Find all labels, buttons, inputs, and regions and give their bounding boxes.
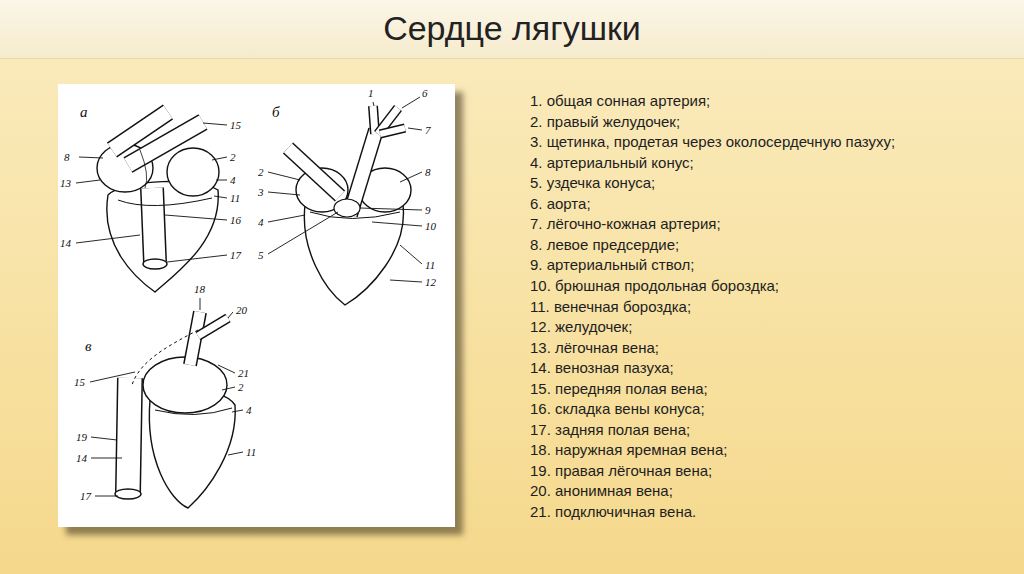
legend-list-item: 17. задняя полая вена; — [530, 421, 690, 439]
callout-number: 5 — [258, 249, 264, 261]
legend-list-item: 7. лёгочно-кожная артерия; — [530, 215, 721, 233]
callout-number: 11 — [230, 192, 240, 204]
legend-list-item: 13. лёгочная вена; — [530, 339, 659, 357]
callout-number: 8 — [64, 151, 70, 163]
callout-number: 21 — [238, 367, 249, 379]
legend-list-item: 9. артериальный ствол; — [530, 256, 694, 274]
legend-list-item: 5. уздечка конуса; — [530, 174, 655, 192]
callout-number: 10 — [425, 220, 436, 232]
figure-letter: а — [80, 104, 88, 120]
callout-number: 4 — [258, 216, 264, 228]
callout-number: 6 — [422, 87, 428, 99]
legend-list-item: 21. подключичная вена. — [530, 503, 696, 521]
legend-list-item: 19. правая лёгочная вена; — [530, 462, 712, 480]
slide-title: Сердце лягушки — [0, 9, 1024, 48]
legend-list-item: 8. левое предсердие; — [530, 236, 679, 254]
callout-number: 17 — [230, 249, 241, 261]
callout-number: 20 — [236, 304, 247, 316]
legend-list-item: 12. желудочек; — [530, 318, 632, 336]
legend-list-item: 15. передняя полая вена; — [530, 380, 708, 398]
legend-list-item: 18. наружная яремная вена; — [530, 441, 727, 459]
callout-number: 11 — [425, 259, 435, 271]
legend-list-item: 20. анонимная вена; — [530, 482, 673, 500]
legend-list-item: 14. венозная пазуха; — [530, 359, 674, 377]
callout-number: 11 — [246, 446, 256, 458]
callout-number: 4 — [230, 174, 236, 186]
callout-number: 19 — [76, 431, 87, 443]
callout-number: 7 — [425, 124, 431, 136]
callout-number: 2 — [258, 166, 264, 178]
legend-list-item: 6. аорта; — [530, 195, 591, 213]
callout-number: 2 — [230, 151, 236, 163]
legend-list-item: 3. щетинка, продетая через околосердечну… — [530, 133, 895, 151]
callout-number: 9 — [425, 204, 431, 216]
callout-number: 14 — [60, 237, 71, 249]
figure-letter: б — [272, 104, 280, 120]
figure-letter: в — [85, 338, 92, 354]
legend-list-item: 2. правый желудочек; — [530, 113, 680, 131]
legend-list-item: 16. складка вены конуса; — [530, 400, 705, 418]
callout-number: 14 — [76, 452, 87, 464]
callout-number: 3 — [258, 186, 264, 198]
legend-list-item: 4. артериальный конус; — [530, 154, 694, 172]
legend-list-item: 1. общая сонная артерия; — [530, 92, 710, 110]
callout-number: 16 — [230, 214, 241, 226]
callout-number: 12 — [425, 276, 436, 288]
callout-number: 15 — [74, 376, 85, 388]
callout-number: 4 — [246, 404, 252, 416]
callout-number: 15 — [230, 119, 241, 131]
callout-number: 17 — [80, 490, 91, 502]
callout-number: 13 — [60, 177, 71, 189]
callout-number: 2 — [238, 381, 244, 393]
callout-number: 8 — [425, 166, 431, 178]
legend-list-item: 11. венечная бороздка; — [530, 298, 691, 316]
callout-number: 18 — [194, 283, 205, 295]
callout-number: 1 — [368, 87, 374, 99]
legend-list-item: 10. брюшная продольная бороздка; — [530, 277, 779, 295]
